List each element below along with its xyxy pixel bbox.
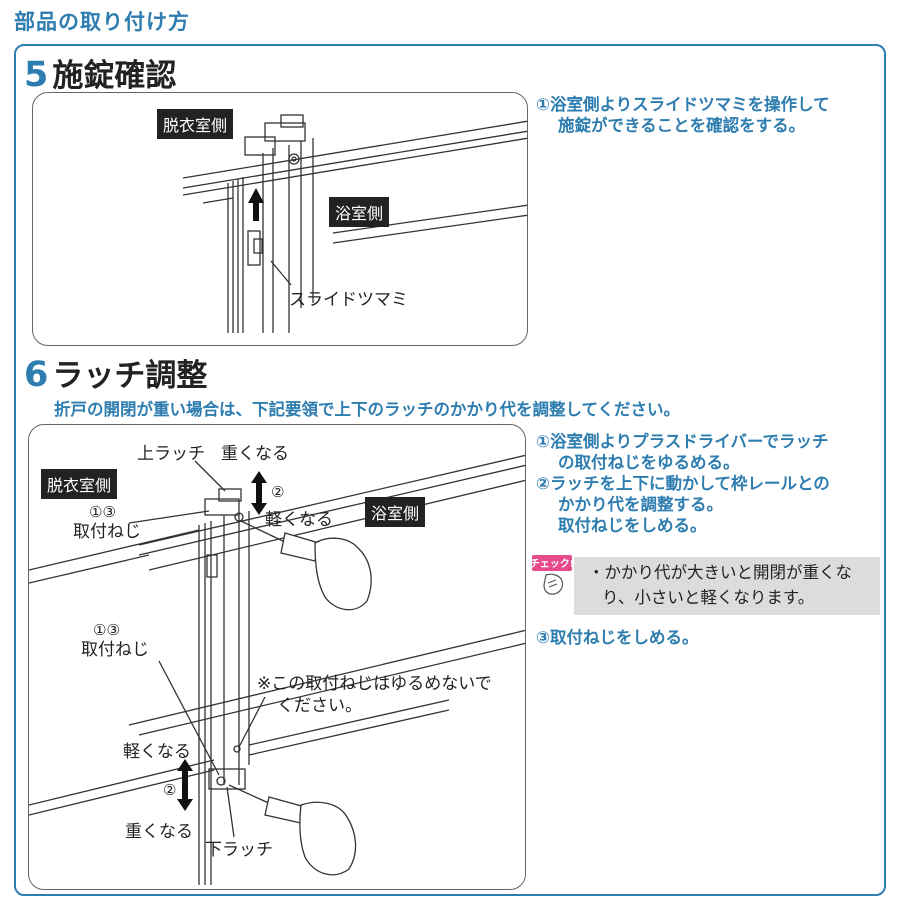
section6-step3: ③取付ねじをしめる。 [536, 628, 699, 647]
section5-title: 施錠確認 [52, 58, 177, 94]
section6-diagram: 上ラッチ 重くなる ② 軽くなる 脱衣室側 浴室側 ①③ 取付ねじ ①③ 取付ね… [28, 424, 526, 890]
section5-diagram: 脱衣室側 浴室側 スライドツマミ [32, 92, 528, 346]
label-heavy-top: 重くなる [221, 444, 289, 464]
label-lower-latch: 下ラッチ [205, 840, 273, 860]
label-screw-a: 取付ねじ [73, 522, 141, 542]
page-title: 部品の取り付け方 [14, 10, 190, 34]
section5-step1-line2: 施錠ができることを確認をする。 [558, 116, 806, 135]
label-yokushitsu-5: 浴室側 [329, 197, 390, 227]
label-note-line1: ※この取付ねじはゆるめないで [257, 674, 492, 694]
label-slide-knob: スライドツマミ [289, 290, 408, 310]
section6-title: ラッチ調整 [52, 358, 208, 394]
check-note-text: ・かかり代が大きいと開閉が重くな り、小さいと軽くなります。 [588, 560, 852, 610]
label-upper-latch: 上ラッチ [137, 444, 205, 464]
check-note-box [574, 557, 880, 615]
check-note-line2: り、小さいと軽くなります。 [602, 588, 815, 607]
section5-illustration [182, 114, 527, 333]
section6-intro: 折戸の開閉が重い場合は、下記要領で上下のラッチのかかり代を調整してください。 [54, 400, 681, 419]
section6-step2-line2: かかり代を調整する。 [558, 495, 723, 514]
section6-illustration [29, 454, 525, 885]
label-yokushitsu-6: 浴室側 [365, 497, 426, 527]
content-frame [14, 44, 886, 896]
label-ref13-a: ①③ [89, 503, 116, 521]
label-note-line2: ください。 [277, 696, 362, 716]
section6-step1: ①浴室側よりプラスドライバーでラッチ の取付ねじをゆるめる。 [536, 431, 829, 473]
label-light-bottom: 軽くなる [123, 742, 191, 762]
section5-step1: ①浴室側よりスライドツマミを操作して 施錠ができることを確認をする。 [536, 94, 830, 136]
label-ref13-b: ①③ [93, 621, 120, 639]
section5-step1-line1: ①浴室側よりスライドツマミを操作して [536, 95, 830, 114]
section6-step1-line1: ①浴室側よりプラスドライバーでラッチ [536, 432, 829, 451]
label-screw-b: 取付ねじ [81, 640, 149, 660]
check-badge-text: チェック! [530, 558, 574, 570]
label-datsui-5: 脱衣室側 [157, 109, 234, 139]
label-heavy-bottom: 重くなる [125, 822, 193, 842]
label-circle2-top: ② [271, 483, 285, 501]
label-light-top: 軽くなる [265, 510, 333, 530]
section6-step2-line3: 取付ねじをしめる。 [558, 516, 707, 535]
section6-number: 6 [24, 355, 49, 395]
section6-step2-line1: ②ラッチを上下に動かして枠レールとの [536, 474, 830, 493]
label-circle2-bottom: ② [163, 781, 177, 799]
section6-step2: ②ラッチを上下に動かして枠レールとの かかり代を調整する。 取付ねじをしめる。 [536, 473, 830, 536]
section5-number: 5 [24, 55, 49, 95]
section6-step1-line2: の取付ねじをゆるめる。 [558, 453, 740, 472]
check-note-line1: ・かかり代が大きいと開閉が重くな [588, 563, 852, 582]
label-datsui-6: 脱衣室側 [41, 469, 118, 499]
check-hand-icon: チェック! [530, 555, 574, 595]
